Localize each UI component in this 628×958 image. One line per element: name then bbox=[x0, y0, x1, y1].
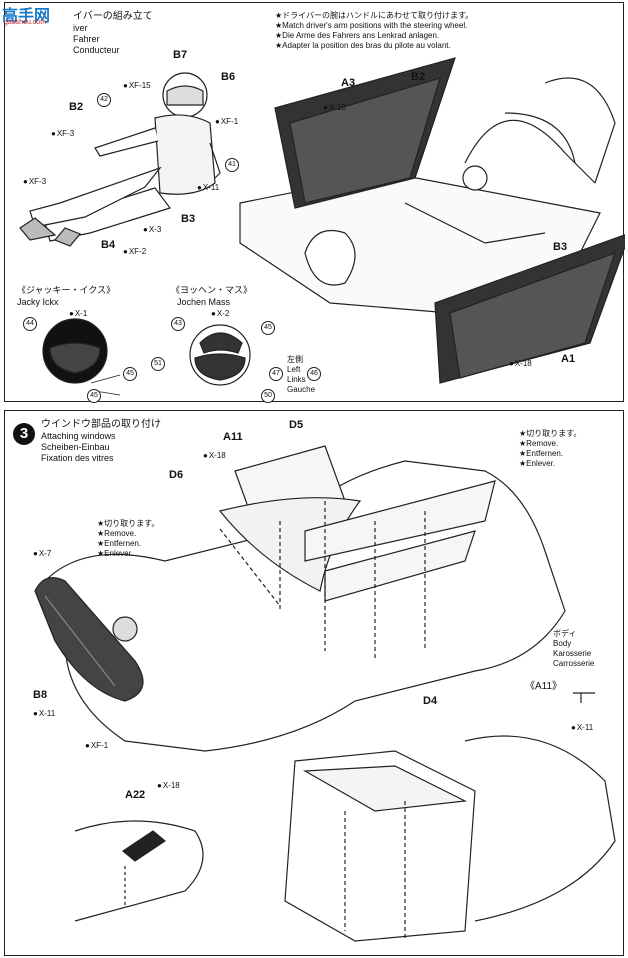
step-title-de: Scheiben-Einbau bbox=[41, 442, 110, 452]
color-ref-46: 46 bbox=[307, 367, 321, 381]
label-b2-chassis: B2 bbox=[411, 71, 426, 83]
logo-text: 高手网 bbox=[2, 8, 51, 25]
body-label-jp: ボディ bbox=[553, 629, 577, 638]
color-ref-45: 45 bbox=[123, 367, 137, 381]
remove-note-right-en: ★Remove. bbox=[519, 439, 559, 448]
left-side-de: Links bbox=[287, 375, 306, 384]
color-ref-50: 50 bbox=[261, 389, 275, 403]
label-a11: A11 bbox=[223, 431, 243, 443]
paint-xf15: XF-15 bbox=[123, 81, 151, 90]
note-fr: ★Adapter la position des bras du pilote … bbox=[275, 41, 451, 50]
label-b4: B4 bbox=[101, 239, 116, 251]
driver-assembly-drawing bbox=[19, 57, 625, 396]
color-ref-43: 43 bbox=[171, 317, 185, 331]
label-d5: D5 bbox=[289, 419, 304, 431]
label-d4: D4 bbox=[423, 695, 438, 707]
label-b8: B8 bbox=[33, 689, 48, 701]
step-title-fr: Conducteur bbox=[73, 45, 120, 55]
label-a1: A1 bbox=[561, 353, 576, 365]
remove-note-right-jp: ★切り取ります。 bbox=[519, 429, 582, 438]
helmet-ickx-paint: X-1 bbox=[69, 309, 87, 318]
paint-x18: X-18 bbox=[323, 103, 346, 112]
step-title-jp: ウインドウ部品の取り付け bbox=[41, 419, 161, 430]
helmet-mass-jp: 《ヨッヘン・マス》 bbox=[171, 285, 253, 295]
color-ref-51: 51 bbox=[151, 357, 165, 371]
label-a3: A3 bbox=[341, 77, 356, 89]
label-b6: B6 bbox=[221, 71, 236, 83]
remove-note-left-en: ★Remove. bbox=[97, 529, 137, 538]
label-d6: D6 bbox=[169, 469, 184, 481]
note-en: ★Match driver's arm positions with the s… bbox=[275, 21, 468, 30]
color-ref-45-c: 45 bbox=[261, 321, 275, 335]
step-number-badge: 3 bbox=[13, 423, 35, 445]
step-title-de: Fahrer bbox=[73, 34, 100, 44]
body-label-en: Body bbox=[553, 639, 572, 648]
remove-note-left-de: ★Entfernen. bbox=[97, 539, 142, 548]
helmet-mass-en: Jochen Mass bbox=[177, 297, 231, 307]
color-ref-45-b: 45 bbox=[87, 389, 101, 403]
label-a22: A22 bbox=[125, 789, 146, 801]
remove-note-right-fr: ★Enlever. bbox=[519, 459, 556, 468]
paint-x11: X-11 bbox=[33, 709, 55, 718]
paint-x18: X-18 bbox=[203, 451, 226, 460]
logo-url: gaoshou.com bbox=[4, 19, 47, 26]
body-assembly-drawing bbox=[34, 445, 616, 942]
color-ref-44: 44 bbox=[23, 317, 37, 331]
helmet-mass-paint: X-2 bbox=[211, 309, 229, 318]
left-side-fr: Gauche bbox=[287, 385, 316, 394]
step-title-en: iver bbox=[73, 23, 88, 33]
label-b2: B2 bbox=[69, 101, 84, 113]
label-b3: B3 bbox=[181, 213, 196, 225]
helmet-ickx-jp: 《ジャッキー・イクス》 bbox=[17, 285, 116, 295]
step-title-en: Attaching windows bbox=[41, 431, 116, 441]
paint-x18-a22: X-18 bbox=[157, 781, 180, 790]
helmet-ickx-en: Jacky Ickx bbox=[17, 297, 59, 307]
site-logo: 高手网 gaoshou.com bbox=[2, 2, 72, 28]
remove-note-left-jp: ★切り取ります。 bbox=[97, 519, 160, 528]
paint-x11-a11: X-11 bbox=[571, 723, 593, 732]
remove-note-right-de: ★Entfernen. bbox=[519, 449, 564, 458]
step-title-jp: イバーの組み立て bbox=[73, 11, 153, 22]
remove-note-left-fr: ★Enlever. bbox=[97, 549, 134, 558]
paint-xf3-feet: XF-3 bbox=[23, 177, 46, 186]
paint-x11: X-11 bbox=[197, 183, 219, 192]
left-side-en: Left bbox=[287, 365, 301, 374]
driver-assembly-panel: イバーの組み立て iver Fahrer Conducteur ★ドライバーの腕… bbox=[4, 2, 625, 403]
paint-xf2: XF-2 bbox=[123, 247, 146, 256]
label-a11-detail: 《A11》 bbox=[525, 681, 563, 692]
left-side-jp: 左側 bbox=[287, 355, 303, 364]
paint-x7: X-7 bbox=[33, 549, 51, 558]
paint-x18-a1: X-18 bbox=[509, 359, 532, 368]
label-b7: B7 bbox=[173, 49, 188, 61]
note-de: ★Die Arme des Fahrers ans Lenkrad anlage… bbox=[275, 31, 440, 40]
paint-xf1: XF-1 bbox=[85, 741, 108, 750]
body-label-de: Karosserie bbox=[553, 649, 592, 658]
paint-x3: X-3 bbox=[143, 225, 161, 234]
attaching-windows-panel: 3 ウインドウ部品の取り付け Attaching windows Scheibe… bbox=[4, 410, 624, 956]
color-ref-41: 41 bbox=[225, 158, 239, 172]
paint-xf1: XF-1 bbox=[215, 117, 238, 126]
label-b3-chassis: B3 bbox=[553, 241, 568, 253]
color-ref-42: 42 bbox=[97, 93, 111, 107]
paint-xf3: XF-3 bbox=[51, 129, 74, 138]
body-label-fr: Carrosserie bbox=[553, 659, 595, 668]
step-title-fr: Fixation des vitres bbox=[41, 453, 114, 463]
color-ref-47: 47 bbox=[269, 367, 283, 381]
note-jp: ★ドライバーの腕はハンドルにあわせて取り付けます。 bbox=[275, 11, 474, 20]
